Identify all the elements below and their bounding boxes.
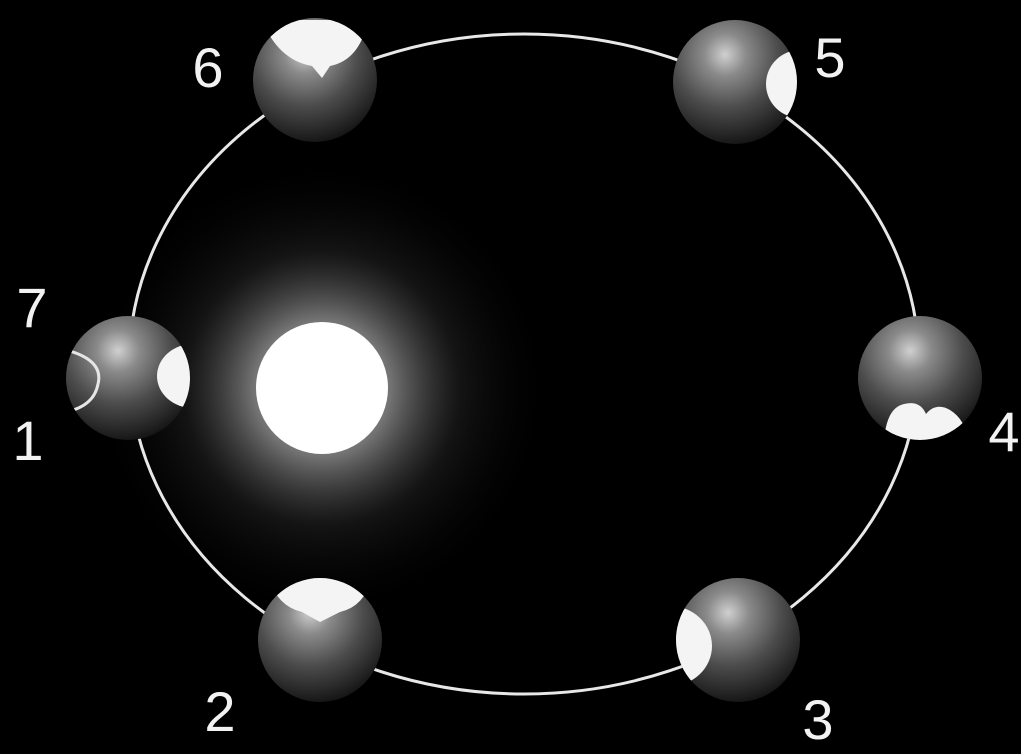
position-label-2: 2 bbox=[204, 680, 235, 743]
position-label-6: 6 bbox=[192, 36, 223, 99]
position-label-4: 4 bbox=[988, 400, 1019, 463]
position-label-5: 5 bbox=[814, 26, 845, 89]
planet-position-6 bbox=[253, 18, 377, 142]
position-label-3: 3 bbox=[802, 688, 833, 751]
position-label-7: 7 bbox=[16, 276, 47, 339]
central-star bbox=[256, 322, 388, 454]
position-label-1: 1 bbox=[12, 409, 43, 472]
